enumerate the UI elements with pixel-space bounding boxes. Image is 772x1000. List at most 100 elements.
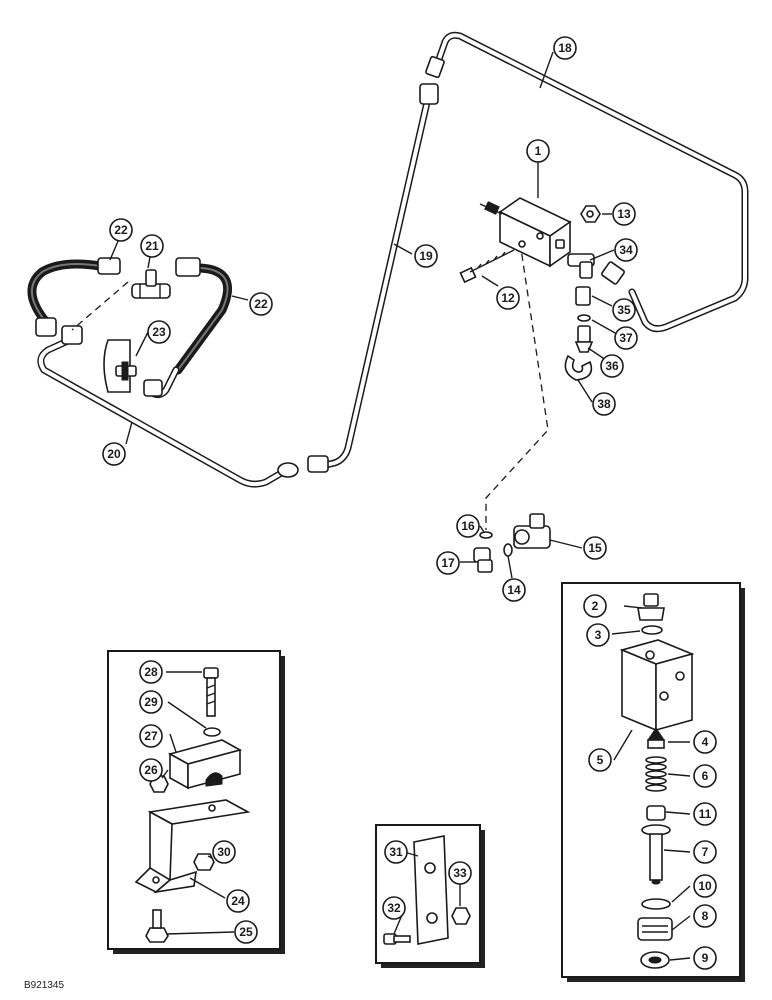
callout-14: 14 <box>502 578 526 602</box>
svg-text:10: 10 <box>698 879 712 893</box>
connection-line <box>71 281 129 331</box>
svg-text:16: 16 <box>461 519 475 533</box>
svg-text:20: 20 <box>107 447 121 461</box>
valve-block-1 <box>479 197 572 268</box>
svg-text:22: 22 <box>254 297 268 311</box>
nut-13-hole <box>586 210 594 218</box>
svg-text:1: 1 <box>535 144 542 158</box>
tube-20 <box>37 325 299 488</box>
connection-line <box>485 241 549 530</box>
svg-text:26: 26 <box>144 763 158 777</box>
hose-22-right <box>143 257 233 399</box>
callout-25: 25 <box>234 920 258 944</box>
svg-text:12: 12 <box>501 291 515 305</box>
elbow-34 <box>555 239 595 279</box>
svg-text:18: 18 <box>558 41 572 55</box>
callout-21: 21 <box>140 234 164 258</box>
tube-18 <box>425 31 749 333</box>
o-ring-16 <box>479 531 493 539</box>
svg-text:5: 5 <box>597 753 604 767</box>
hose-22-left <box>27 257 121 337</box>
bolt-12 <box>459 249 515 284</box>
svg-text:19: 19 <box>419 249 433 263</box>
bulkhead-fitting-23 <box>103 339 137 393</box>
bracket-panel <box>107 650 285 954</box>
callout-23: 23 <box>147 320 171 344</box>
callout-13: 13 <box>612 202 636 226</box>
callout-9: 9 <box>693 946 717 970</box>
callout-20: 20 <box>102 442 126 466</box>
callout-5: 5 <box>588 748 612 772</box>
callout-17: 17 <box>436 551 460 575</box>
svg-text:7: 7 <box>702 845 709 859</box>
tee-fitting-21 <box>131 269 171 299</box>
callout-37: 37 <box>614 326 638 350</box>
svg-text:13: 13 <box>617 207 631 221</box>
svg-text:23: 23 <box>152 325 166 339</box>
callout-2: 2 <box>583 594 607 618</box>
svg-text:33: 33 <box>453 866 467 880</box>
svg-text:6: 6 <box>702 769 709 783</box>
callout-24: 24 <box>226 889 250 913</box>
callout-35: 35 <box>612 298 636 322</box>
svg-text:2: 2 <box>592 599 599 613</box>
callout-7: 7 <box>693 840 717 864</box>
svg-text:22: 22 <box>114 223 128 237</box>
elbow-17 <box>473 547 493 573</box>
svg-text:37: 37 <box>619 331 633 345</box>
svg-text:14: 14 <box>507 583 521 597</box>
callout-16: 16 <box>456 514 480 538</box>
svg-text:3: 3 <box>595 628 602 642</box>
callout-22-left: 22 <box>109 218 133 242</box>
o-ring-14 <box>503 543 513 557</box>
svg-text:29: 29 <box>144 695 158 709</box>
callout-11: 11 <box>693 802 717 826</box>
callout-30: 30 <box>212 840 236 864</box>
callout-28: 28 <box>139 660 163 684</box>
callout-26: 26 <box>139 758 163 782</box>
svg-text:4: 4 <box>702 735 709 749</box>
svg-text:9: 9 <box>702 951 709 965</box>
svg-text:24: 24 <box>231 894 245 908</box>
tee-fitting-15 <box>513 513 551 549</box>
svg-text:11: 11 <box>699 807 712 821</box>
callout-32: 32 <box>382 896 406 920</box>
o-ring-37 <box>577 314 591 322</box>
callout-8: 8 <box>693 904 717 928</box>
nut-35 <box>575 286 591 306</box>
tube-19 <box>307 83 439 473</box>
callout-1: 1 <box>526 139 550 163</box>
svg-text:15: 15 <box>588 541 602 555</box>
callout-27: 27 <box>139 724 163 748</box>
svg-text:30: 30 <box>217 845 231 859</box>
svg-text:28: 28 <box>144 665 158 679</box>
clip-38 <box>564 354 593 381</box>
figure-code: B921345 <box>24 980 64 991</box>
callout-34: 34 <box>614 238 638 262</box>
callout-15: 15 <box>583 536 607 560</box>
svg-text:27: 27 <box>144 729 158 743</box>
callout-12: 12 <box>496 286 520 310</box>
svg-text:25: 25 <box>239 925 253 939</box>
callout-22-right: 22 <box>249 292 273 316</box>
svg-text:35: 35 <box>617 303 631 317</box>
svg-text:36: 36 <box>605 359 619 373</box>
svg-text:8: 8 <box>702 909 709 923</box>
callout-4: 4 <box>693 730 717 754</box>
callout-10: 10 <box>693 874 717 898</box>
callout-29: 29 <box>139 690 163 714</box>
svg-text:21: 21 <box>145 239 159 253</box>
callout-19: 19 <box>414 244 438 268</box>
fitting-36 <box>574 325 594 353</box>
svg-text:38: 38 <box>597 397 611 411</box>
svg-text:17: 17 <box>441 556 455 570</box>
callout-18: 18 <box>553 36 577 60</box>
callout-3: 3 <box>586 623 610 647</box>
callout-6: 6 <box>693 764 717 788</box>
svg-text:34: 34 <box>619 243 633 257</box>
callout-36: 36 <box>600 354 624 378</box>
svg-text:31: 31 <box>389 845 403 859</box>
callout-38: 38 <box>592 392 616 416</box>
callout-31: 31 <box>384 840 408 864</box>
